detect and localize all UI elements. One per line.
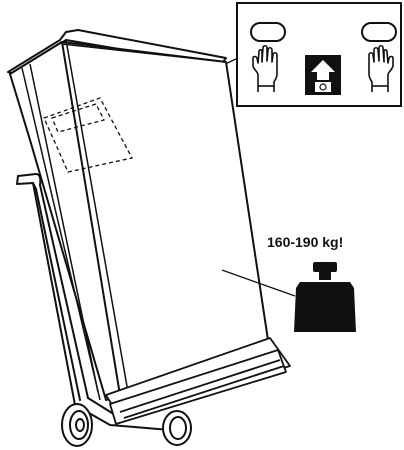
handling-instructions-panel — [236, 2, 402, 107]
grip-recess-outline — [43, 97, 133, 173]
hand-icon — [252, 44, 278, 92]
appliance-edges — [21, 39, 227, 401]
weight-warning-text: 160-190 kg! — [267, 234, 343, 250]
wheel — [61, 403, 93, 447]
weight-icon — [294, 262, 356, 332]
hand-icon — [368, 44, 394, 92]
hand-truck — [16, 173, 171, 431]
grip-handle-icon — [250, 22, 286, 42]
grip-handle-icon — [361, 22, 397, 42]
this-side-up-icon — [305, 55, 341, 95]
weight-leader-line — [221, 269, 296, 297]
wheel — [162, 410, 192, 446]
transport-base — [105, 337, 291, 425]
